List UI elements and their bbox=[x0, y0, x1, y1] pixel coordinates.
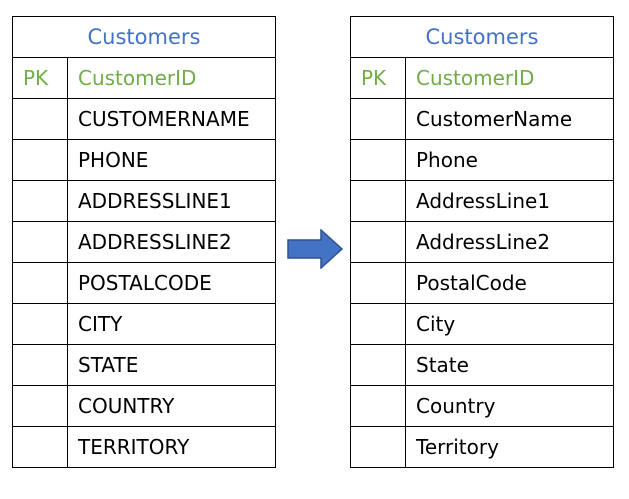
field-row: Phone bbox=[350, 139, 614, 181]
field-row: AddressLine2 bbox=[350, 221, 614, 263]
field-row: State bbox=[350, 344, 614, 386]
pk-label: PK bbox=[12, 57, 68, 99]
field-name: PHONE bbox=[67, 139, 276, 181]
key-cell bbox=[350, 385, 406, 427]
field-name: CUSTOMERNAME bbox=[67, 98, 276, 140]
key-cell bbox=[12, 426, 68, 468]
field-name: CustomerName bbox=[405, 98, 614, 140]
field-row: PHONE bbox=[12, 139, 276, 181]
field-name: STATE bbox=[67, 344, 276, 386]
key-cell bbox=[350, 139, 406, 181]
arrow-shape bbox=[287, 229, 343, 269]
field-row: TERRITORY bbox=[12, 426, 276, 468]
field-row: AddressLine1 bbox=[350, 180, 614, 222]
right-customers-table: Customers PK CustomerID CustomerName Pho… bbox=[350, 16, 614, 468]
key-cell bbox=[12, 139, 68, 181]
field-row: STATE bbox=[12, 344, 276, 386]
pk-field: CustomerID bbox=[405, 57, 614, 99]
pk-label: PK bbox=[350, 57, 406, 99]
key-cell bbox=[12, 180, 68, 222]
field-row: City bbox=[350, 303, 614, 345]
field-name: State bbox=[405, 344, 614, 386]
field-row: CUSTOMERNAME bbox=[12, 98, 276, 140]
field-name: ADDRESSLINE2 bbox=[67, 221, 276, 263]
right-arrow-icon bbox=[287, 229, 343, 269]
field-row: PostalCode bbox=[350, 262, 614, 304]
field-row: CustomerName bbox=[350, 98, 614, 140]
field-row: ADDRESSLINE1 bbox=[12, 180, 276, 222]
field-name: CITY bbox=[67, 303, 276, 345]
key-cell bbox=[12, 221, 68, 263]
key-cell bbox=[350, 98, 406, 140]
field-row: CITY bbox=[12, 303, 276, 345]
field-name: AddressLine1 bbox=[405, 180, 614, 222]
key-cell bbox=[12, 303, 68, 345]
field-name: City bbox=[405, 303, 614, 345]
field-row: POSTALCODE bbox=[12, 262, 276, 304]
field-row: Country bbox=[350, 385, 614, 427]
field-name: Country bbox=[405, 385, 614, 427]
key-cell bbox=[12, 262, 68, 304]
field-name: POSTALCODE bbox=[67, 262, 276, 304]
pk-field: CustomerID bbox=[67, 57, 276, 99]
key-cell bbox=[350, 426, 406, 468]
field-row: COUNTRY bbox=[12, 385, 276, 427]
key-cell bbox=[350, 221, 406, 263]
field-name: Phone bbox=[405, 139, 614, 181]
left-customers-table: Customers PK CustomerID CUSTOMERNAME PHO… bbox=[12, 16, 276, 468]
key-cell bbox=[12, 385, 68, 427]
field-row: Territory bbox=[350, 426, 614, 468]
field-name: PostalCode bbox=[405, 262, 614, 304]
table-title: Customers bbox=[12, 16, 276, 58]
key-cell bbox=[12, 344, 68, 386]
key-cell bbox=[350, 344, 406, 386]
field-row: ADDRESSLINE2 bbox=[12, 221, 276, 263]
table-title: Customers bbox=[350, 16, 614, 58]
key-cell bbox=[350, 180, 406, 222]
field-name: COUNTRY bbox=[67, 385, 276, 427]
key-cell bbox=[350, 262, 406, 304]
field-name: Territory bbox=[405, 426, 614, 468]
field-name: ADDRESSLINE1 bbox=[67, 180, 276, 222]
key-cell bbox=[12, 98, 68, 140]
field-name: AddressLine2 bbox=[405, 221, 614, 263]
field-name: TERRITORY bbox=[67, 426, 276, 468]
key-cell bbox=[350, 303, 406, 345]
